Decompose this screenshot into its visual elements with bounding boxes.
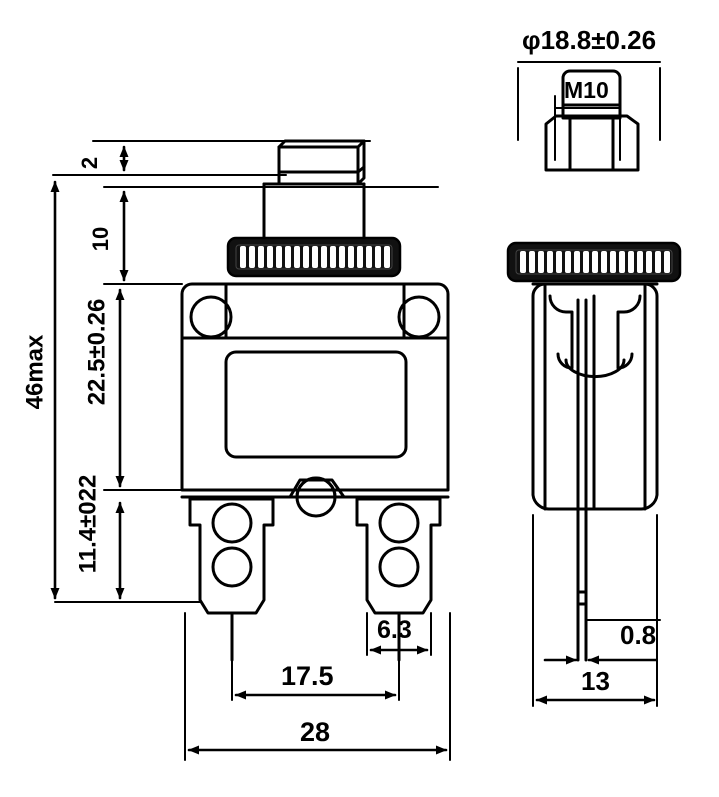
terminal-blade-right (355, 497, 442, 662)
dimension-label-terminal-height: 11.4±022 (74, 474, 102, 574)
breaker-body (180, 282, 450, 492)
dimension-label-plunger-travel: 2 (77, 156, 103, 170)
dimension-label-collar-diameter: φ18.8±0.26 (522, 25, 657, 55)
side-hex-nut (544, 114, 640, 172)
dimension-label-overall-height: 46max (21, 334, 49, 410)
label-plate (224, 350, 408, 459)
plunger-shaft (262, 182, 366, 241)
dimension-label-body-depth: 13 (581, 666, 610, 696)
dimension-label-terminal-width: 6.3 (377, 616, 412, 644)
side-extension-lines (517, 61, 661, 707)
front-dimension-lines (50, 145, 448, 755)
side-knurled-nut-teeth (520, 251, 670, 273)
body-rivet-holes (189, 295, 441, 339)
side-dimension-lines (535, 655, 658, 705)
side-plunger-cap (561, 69, 622, 120)
dimension-label-plunger-height: 10 (88, 226, 114, 252)
plunger-cap (277, 139, 366, 186)
center-bracket (288, 476, 346, 518)
dimension-label-thread: M10 (564, 77, 609, 103)
dimension-label-body-width: 28 (300, 717, 331, 747)
front-extension-lines (52, 140, 451, 761)
side-blade (576, 298, 588, 662)
side-body-notches (548, 294, 642, 379)
dimension-label-body-height: 22.5±0.26 (83, 298, 111, 406)
dimension-label-terminal-spacing: 17.5 (281, 661, 334, 691)
knurled-nut-teeth (240, 246, 390, 268)
side-body (531, 282, 659, 511)
dimension-label-blade-thickness: 0.8 (620, 620, 657, 650)
